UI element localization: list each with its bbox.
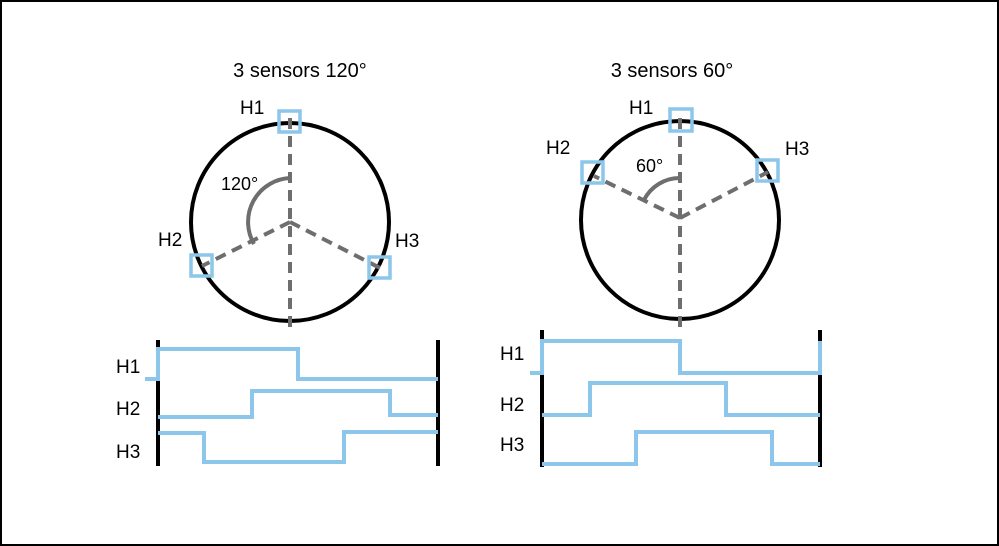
angle-label-60: 60° — [636, 156, 663, 176]
waveform-h2 — [542, 381, 820, 417]
sensor-h1-box — [668, 107, 694, 133]
waveform-h2 — [158, 389, 438, 419]
waveform-h2-label: H2 — [500, 395, 524, 416]
angle-arc-60 — [642, 175, 681, 201]
waveform-h3 — [542, 430, 820, 466]
waveform-h3-label: H3 — [116, 442, 140, 463]
dashed-axis-h3 — [679, 170, 769, 220]
sensor-h3-box — [755, 158, 780, 183]
waveform-h1 — [145, 347, 438, 381]
sensor-h1-box — [277, 109, 302, 134]
panel-60-title: 3 sensors 60° — [611, 60, 734, 82]
dashed-axis-h2 — [201, 220, 291, 268]
sensor-h3-label: H3 — [395, 231, 419, 252]
dashed-axis-h3 — [289, 220, 381, 270]
panel-120-degree: 3 sensors 120° 120° H1 H2 H3 H1 H2 H3 — [116, 60, 440, 466]
waveform-h3-label: H3 — [500, 435, 524, 456]
sensor-h3-label: H3 — [785, 139, 809, 160]
waveform-h1-label: H1 — [500, 344, 524, 365]
angle-label-120: 120° — [221, 174, 258, 194]
sensor-h2-label: H2 — [158, 230, 182, 251]
sensor-h1-label: H1 — [240, 98, 264, 119]
panel-120-title: 3 sensors 120° — [233, 60, 367, 82]
waveform-h2-label: H2 — [116, 399, 140, 420]
waveform-h1 — [530, 339, 822, 375]
sensor-h2-box — [580, 160, 605, 185]
panel-60-degree: 3 sensors 60° 60° H1 H2 H3 H1 H2 H3 — [500, 60, 822, 467]
dashed-axis-h2 — [593, 174, 681, 220]
sensor-h3-box — [367, 255, 392, 280]
angle-arc-120 — [246, 176, 291, 246]
sensor-h1-label: H1 — [629, 98, 653, 119]
sensor-h2-label: H2 — [546, 138, 570, 159]
sensor-h2-box — [189, 253, 214, 278]
waveform-h1-label: H1 — [116, 357, 140, 378]
waveform-h3 — [158, 430, 438, 464]
